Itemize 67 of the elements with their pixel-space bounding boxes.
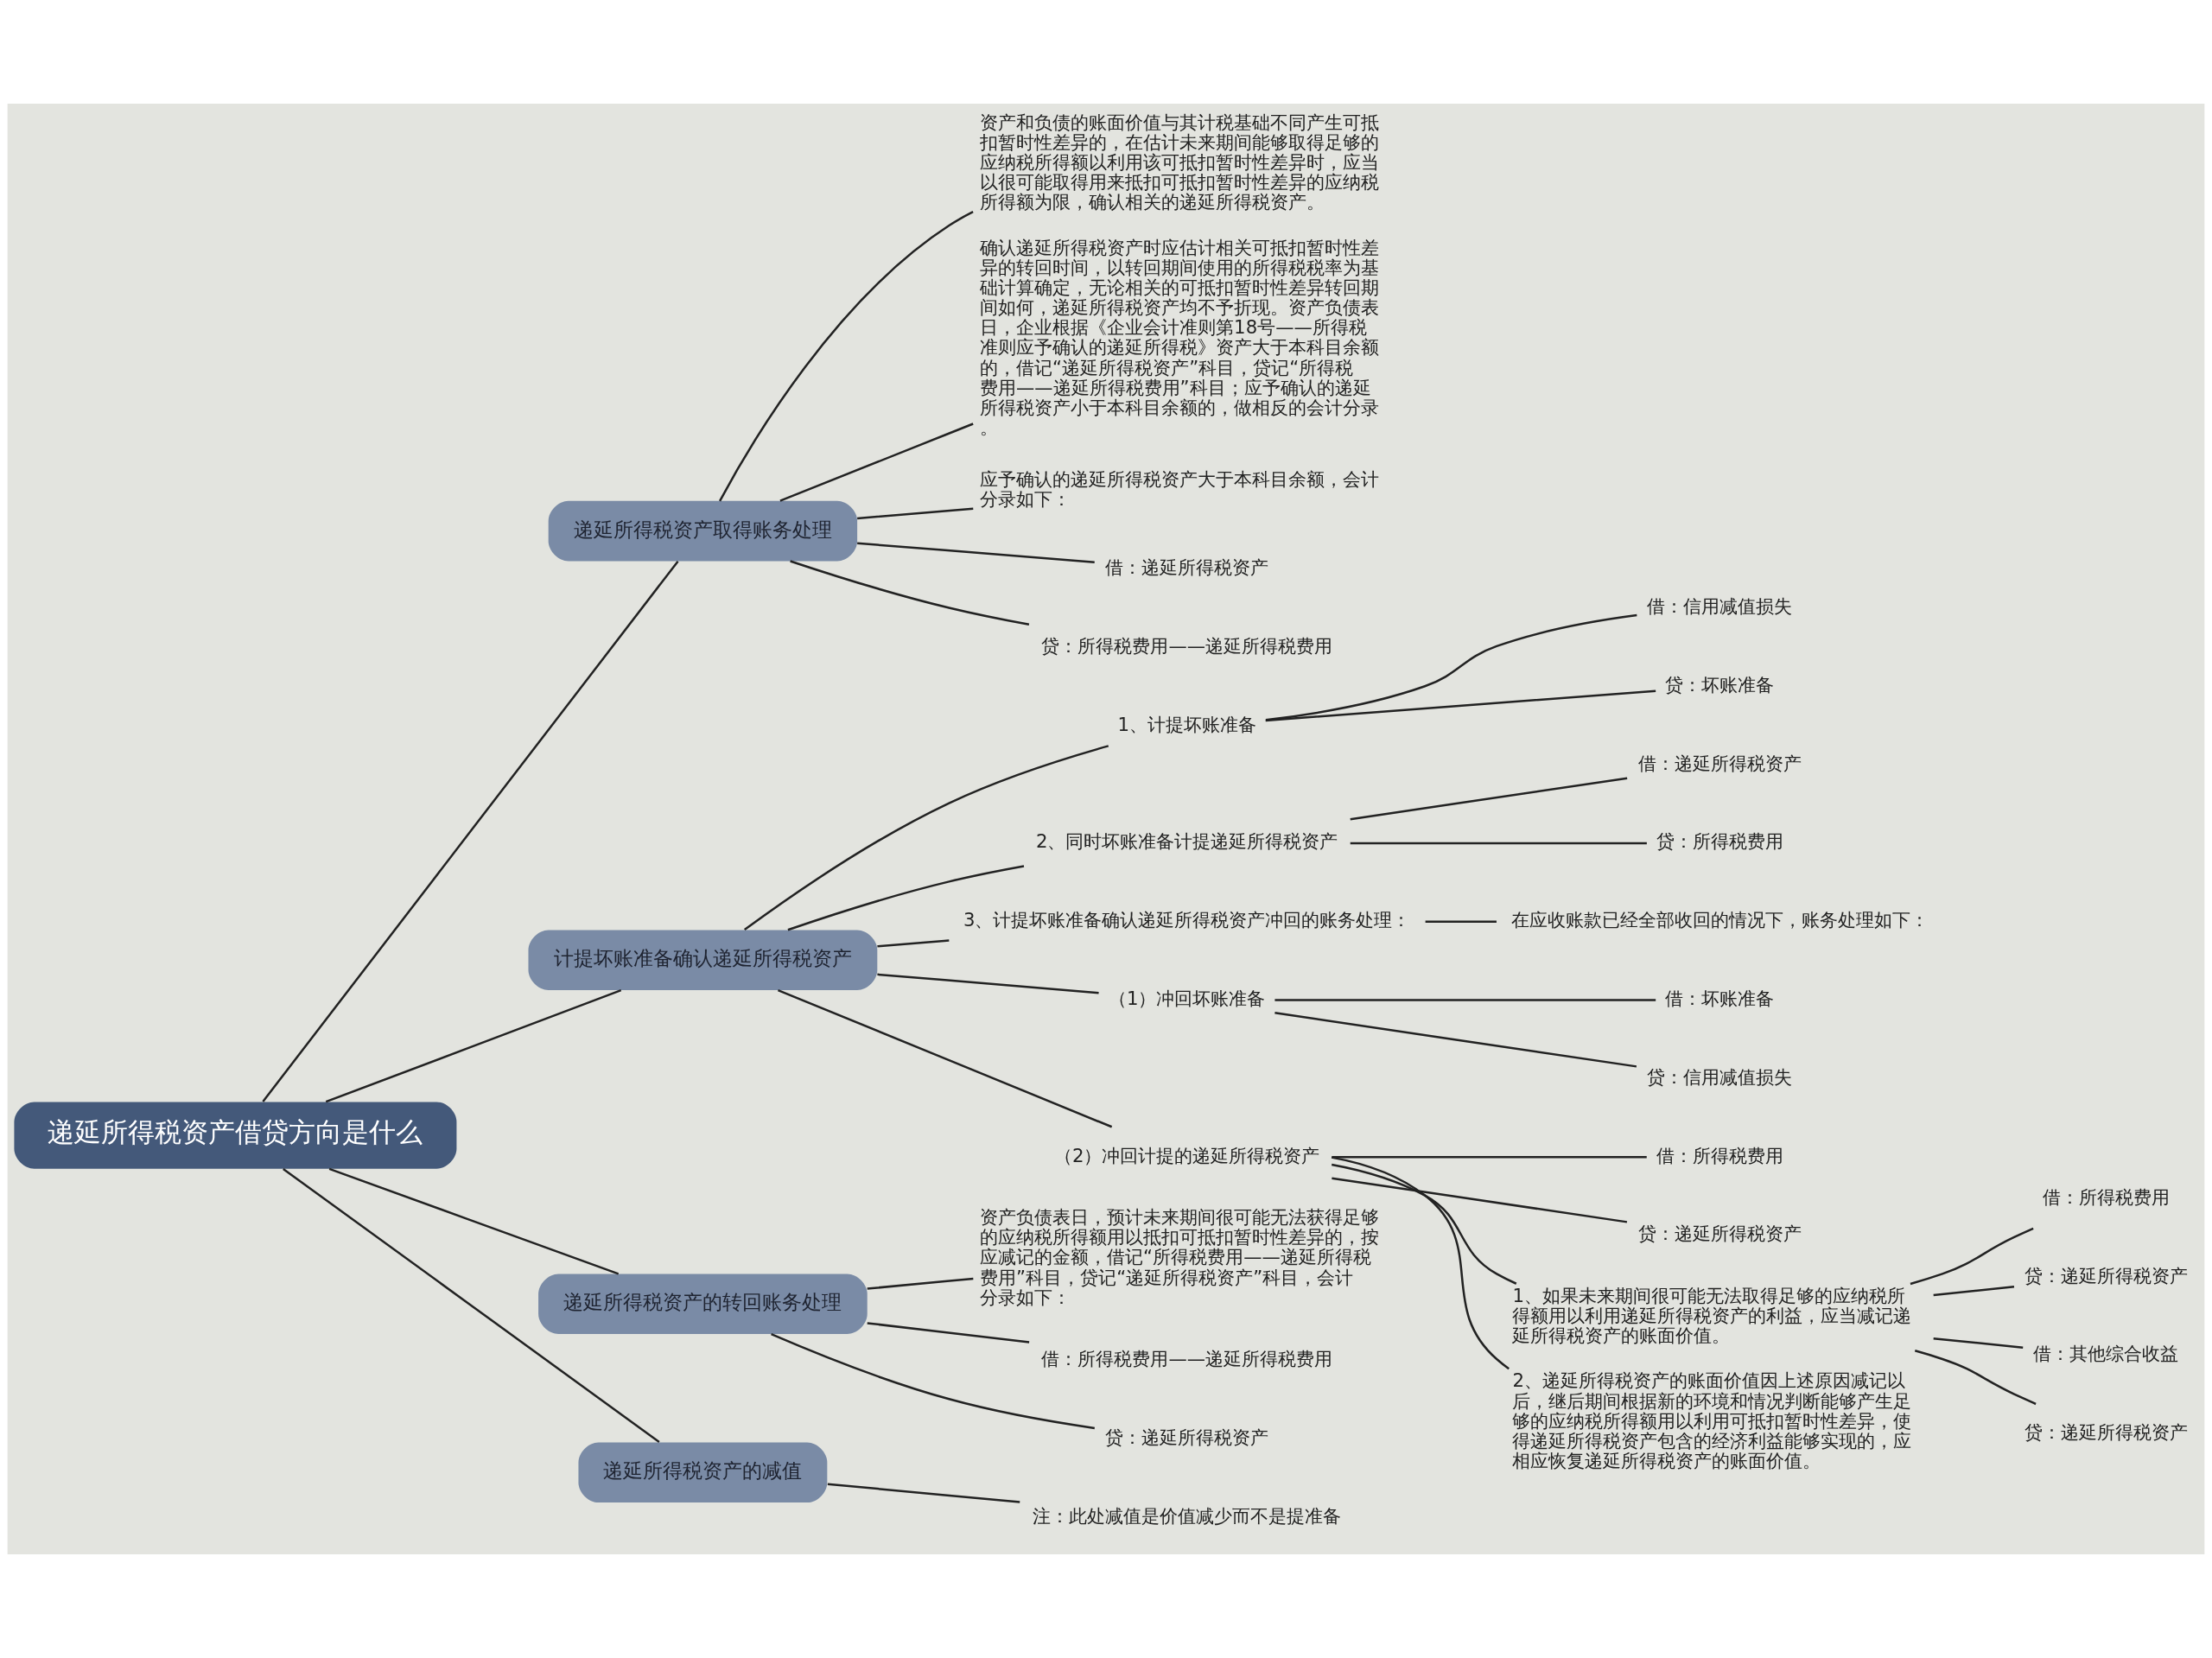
- connector: [857, 507, 974, 520]
- node-text: 借：坏账准备: [1665, 987, 1775, 1009]
- node-text: 1、计提坏账准备: [1117, 714, 1256, 736]
- connector: [1265, 613, 1637, 721]
- node-text: 资产负债表日，预计未来期间很可能无法获得足够的应纳税所得额用以抵扣可抵扣暂时性差异的，按应减记的金额，借记“所得税费用——递延所得税费用”科目，贷记“递延所得税资产”科目，会计分录如下：: [980, 1206, 1380, 1308]
- node-text: 贷：递延所得税资产: [2024, 1264, 2188, 1286]
- node-text: 贷：信用减值损失: [1647, 1065, 1793, 1088]
- connector: [777, 988, 1113, 1128]
- node-text: 注：此处减值是价值减少而不是提准备: [1033, 1504, 1342, 1527]
- connector: [283, 1167, 660, 1444]
- node-text: 借：所得税费用: [2042, 1185, 2170, 1208]
- node-text: 在应收账款已经全部收回的情况下，账务处理如下：: [1510, 909, 1929, 931]
- connector: [1274, 999, 1656, 1001]
- node-text: 借：递延所得税资产: [1637, 752, 1802, 774]
- connector: [857, 542, 1095, 563]
- node-text: 应予确认的递延所得税资产大于本科目余额，会计分录如下：: [980, 468, 1380, 511]
- node-text: 2、递延所得税资产的账面价值因上述原因减记以后，继后期间根据新的环境和情况判断能够产生足够的应纳税所得额用以利用可抵扣暂时性差异，使得递延所得税资产包含的经济利益能够实现的，应相应恢复递延所得税资产的账面价值。: [1512, 1369, 1912, 1472]
- connector: [1914, 1350, 2037, 1406]
- connector: [1331, 1156, 1510, 1370]
- connector: [1933, 1285, 2015, 1297]
- connector: [1933, 1337, 2024, 1349]
- connector: [790, 560, 1030, 626]
- node-box: 递延所得税资产的转回账务处理: [538, 1274, 868, 1334]
- node-text: 贷：坏账准备: [1665, 673, 1775, 696]
- connector: [1332, 1177, 1628, 1223]
- connector: [719, 211, 974, 502]
- connector: [1910, 1227, 2034, 1286]
- node-text: 2、同时坏账准备计提递延所得税资产: [1035, 830, 1338, 853]
- node-text: 贷：递延所得税资产: [2024, 1421, 2188, 1444]
- connector: [328, 1167, 620, 1275]
- node-text: 借：其他综合收益: [2033, 1343, 2179, 1365]
- node-text: 贷：所得税费用: [1656, 830, 1783, 853]
- connector: [787, 865, 1025, 931]
- connector: [877, 939, 950, 948]
- connector: [1274, 1012, 1637, 1068]
- node-text: 确认递延所得税资产时应估计相关可抵扣暂时性差异的转回时间，以转回期间使用的所得税税率为基础计算确定，无论相关的可抵扣暂时性差异转回期间如何，递延所得税资产均不予折现。资产负债表日，企业根据《企业会计准则第18号——所得税准则应予确认的递延所得税》资产大于本科目余额的，借记“递延所得税资产”科目，贷记“所得税费用——递延所得税费用”科目；应予确认的递延所得税资产小于本科目余额的，做相反的会计分录。: [980, 236, 1380, 439]
- node-text: 借：所得税费用: [1656, 1144, 1783, 1166]
- connector: [1425, 920, 1497, 923]
- connector: [1265, 689, 1656, 722]
- connector: [1332, 1155, 1647, 1159]
- node-text: 贷：递延所得税资产: [1637, 1223, 1802, 1245]
- connector: [867, 1277, 974, 1290]
- node-box: 递延所得税资产借贷方向是什么: [14, 1102, 457, 1169]
- connector: [262, 560, 679, 1102]
- connector: [325, 989, 622, 1103]
- node-text: 贷：递延所得税资产: [1105, 1426, 1269, 1449]
- connector: [1350, 777, 1628, 821]
- connector: [1350, 842, 1647, 845]
- connector: [877, 973, 1099, 994]
- connector: [744, 745, 1109, 931]
- connector: [827, 1483, 1020, 1503]
- node-box: 递延所得税资产的减值: [578, 1442, 828, 1503]
- node-text: 贷：所得税费用——递延所得税费用: [1041, 635, 1332, 657]
- connector: [1332, 1163, 1517, 1285]
- node-text: 1、如果未来期间很可能无法取得足够的应纳税所得额用以利用递延所得税资产的利益，应当减记递延所得税资产的账面价值。: [1512, 1284, 1912, 1347]
- node-text: （1）冲回坏账准备: [1108, 987, 1266, 1009]
- node-text: （2）冲回计提的递延所得税资产: [1053, 1144, 1320, 1166]
- connector: [771, 1333, 1095, 1430]
- node-text: 3、计提坏账准备确认递延所得税资产冲回的账务处理：: [963, 909, 1411, 931]
- node-text: 借：所得税费用——递延所得税费用: [1041, 1348, 1332, 1370]
- node-box: 递延所得税资产取得账务处理: [548, 500, 858, 562]
- node-text: 借：递延所得税资产: [1105, 556, 1269, 579]
- connector: [779, 422, 974, 502]
- node-text: 借：信用减值损失: [1647, 594, 1793, 617]
- connector: [867, 1322, 1030, 1344]
- node-box: 计提坏账准备确认递延所得税资产: [528, 930, 878, 990]
- node-text: 资产和负债的账面价值与其计税基础不同产生可抵扣暂时性差异的，在估计未来期间能够取得足够的应纳税所得额以利用该可抵扣暂时性差异时，应当以很可能取得用来抵扣可抵扣暂时性差异的应纳税所得额为限，确认相关的递延所得税资产。: [980, 111, 1380, 213]
